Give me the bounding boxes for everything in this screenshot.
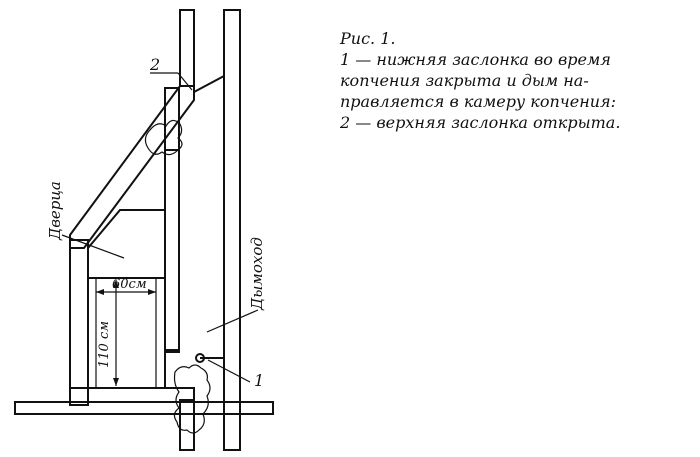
caption-line: копчения закрыта и дым на- bbox=[340, 71, 589, 90]
chimney-right-wall bbox=[223, 9, 241, 451]
label-door: Дверца bbox=[46, 181, 64, 241]
figure-caption: Рис. 1. 1 — нижняя заслонка во время коп… bbox=[340, 28, 700, 133]
callout-2: 2 bbox=[149, 55, 160, 74]
upper-damper bbox=[193, 75, 225, 93]
callout-1: 1 bbox=[254, 371, 264, 390]
caption-line: правляется в камеру копчения: bbox=[340, 92, 617, 111]
smoke-lower bbox=[173, 364, 211, 434]
upper-insulation bbox=[87, 209, 166, 279]
leader-chimney bbox=[206, 309, 259, 333]
label-height: 110 см bbox=[97, 321, 112, 368]
smoke-upper bbox=[144, 119, 183, 156]
caption-line: 2 — верхняя заслонка открыта. bbox=[340, 113, 621, 132]
caption-line: 1 — нижняя заслонка во время bbox=[340, 50, 611, 69]
chamber-right-wall bbox=[164, 149, 180, 353]
label-chimney: Дымоход bbox=[248, 237, 266, 311]
dimension-width bbox=[96, 289, 156, 295]
chamber-left-wall bbox=[69, 239, 89, 406]
roof-slope bbox=[69, 85, 195, 249]
leader-door bbox=[61, 234, 125, 259]
leader-callout-1 bbox=[207, 359, 251, 383]
ground bbox=[14, 401, 274, 415]
label-width: 60см bbox=[112, 277, 147, 292]
dimension-height bbox=[113, 280, 119, 386]
caption-title: Рис. 1. bbox=[340, 29, 396, 48]
